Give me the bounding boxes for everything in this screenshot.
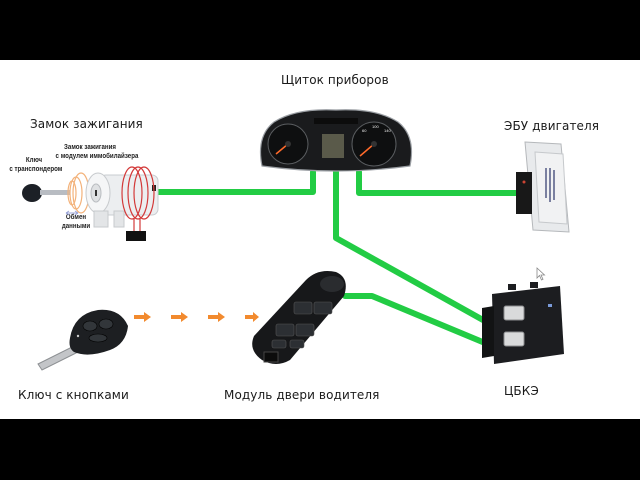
svg-text:140: 140 (384, 128, 391, 133)
arrow-icon (245, 312, 259, 322)
callout-line: данными (61, 220, 91, 230)
body-control-unit-label: ЦБКЭ (504, 384, 539, 398)
ecu-connector (516, 172, 532, 214)
ignition-lock-label: Замок зажигания (30, 117, 143, 131)
wireless-arrows (134, 312, 259, 322)
cursor-arrow-icon (536, 267, 546, 281)
wire-cluster-to-bcu (333, 169, 486, 323)
exchange-icon (65, 210, 79, 216)
callout-line: с модулем иммобилайзера (55, 150, 139, 160)
body-control-unit-image (478, 280, 568, 374)
fob-buttons (82, 318, 114, 343)
engine-ecu-label: ЭБУ двигателя (504, 119, 600, 133)
transponder-key-icon (22, 184, 70, 202)
key-fob-label: Ключ с кнопками (18, 388, 129, 402)
bcu-connector (503, 305, 525, 321)
lcd-display (322, 134, 344, 158)
engine-ecu-image (513, 138, 573, 242)
driver-door-module-image (246, 268, 356, 372)
callout-line: с транспондером (9, 163, 63, 173)
tachometer-icon (267, 123, 309, 165)
mouse-cursor (536, 266, 546, 285)
lock-module-callout: Замок зажигания с модулем иммобилайзера (55, 142, 139, 160)
wire-door-to-bcu (342, 293, 488, 346)
wire-ignition-to-cluster (155, 169, 316, 195)
diagram-canvas: Замок зажигания Щиток приборов ЭБУ двига… (0, 60, 640, 419)
bcu-connector (503, 331, 525, 347)
instrument-cluster-image: 60 100 140 (256, 106, 416, 180)
antenna-coil-icon (121, 166, 155, 231)
speedometer-icon (351, 121, 397, 167)
wire-cluster-to-ecu (356, 169, 523, 196)
callout-line: Ключ (25, 155, 43, 164)
data-exchange-callout: Обмен данными (60, 212, 93, 230)
callout-line: Обмен (65, 212, 87, 221)
arrow-icon (171, 312, 188, 322)
immobilizer-module-icon (126, 231, 146, 241)
callout-line: Замок зажигания (64, 142, 116, 151)
key-fob-image (30, 296, 130, 380)
lock-cylinder-icon (85, 172, 159, 228)
wires (134, 169, 523, 346)
instrument-cluster-label: Щиток приборов (281, 73, 389, 87)
driver-door-module-label: Модуль двери водителя (224, 388, 380, 402)
mirror-joystick (320, 276, 344, 292)
svg-text:60: 60 (362, 128, 367, 133)
arrow-icon (134, 312, 151, 322)
window-switches (271, 301, 333, 349)
key-transponder-callout: Ключ с транспондером (9, 155, 63, 173)
ignition-lock-image (10, 155, 160, 249)
svg-text:100: 100 (372, 124, 379, 129)
arrow-icon (208, 312, 225, 322)
